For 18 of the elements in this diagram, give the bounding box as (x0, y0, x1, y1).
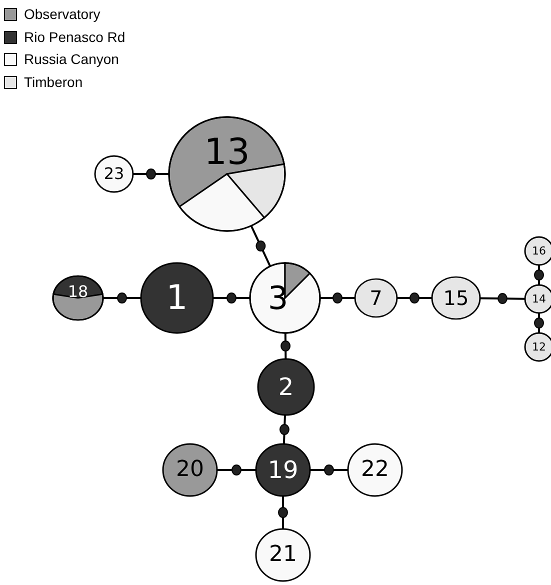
connector-line (538, 313, 540, 333)
connector-line (282, 496, 284, 529)
legend-label: Rio Penasco Rd (24, 28, 126, 44)
connector-line (250, 225, 272, 267)
connector-line (213, 297, 250, 299)
connector-line (320, 297, 355, 299)
legend-label: Russia Canyon (24, 51, 119, 67)
connector-line (103, 297, 141, 299)
connector-line (538, 265, 540, 285)
connector-line (282, 414, 286, 444)
connector-line (284, 332, 287, 360)
legend-label: Observatory (24, 6, 100, 22)
connector-line (133, 173, 169, 175)
connector-line (310, 469, 348, 471)
connector-line (217, 469, 256, 471)
connector-line (480, 297, 526, 300)
legend-label: Timberon (24, 74, 83, 90)
connector-line (397, 297, 432, 299)
